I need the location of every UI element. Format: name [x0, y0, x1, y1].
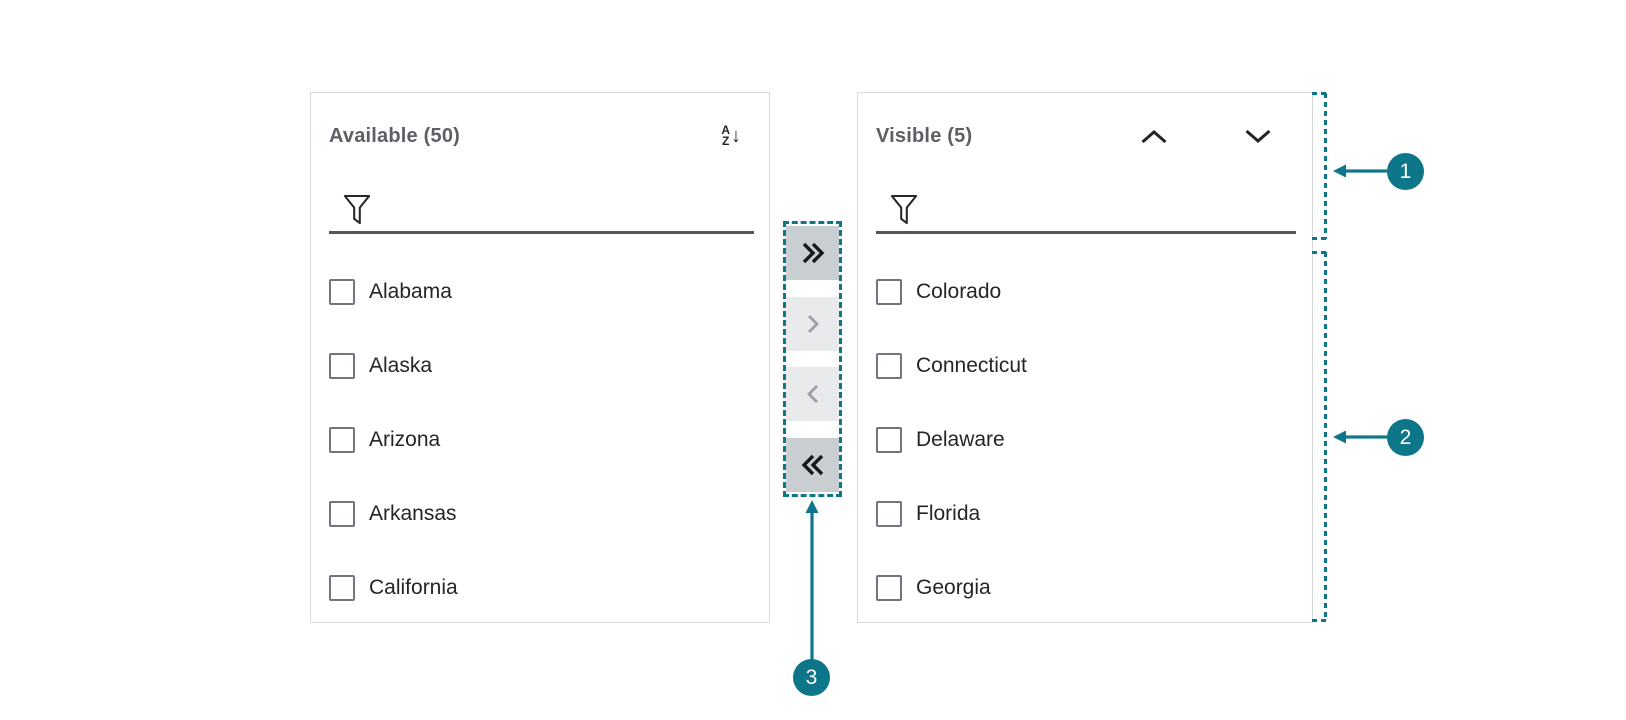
visible-list-panel: Visible (5) Colorado Co — [857, 92, 1313, 623]
item-label[interactable]: Florida — [916, 502, 981, 525]
visible-list: Colorado Connecticut Delaware Florida Ge… — [876, 279, 1302, 649]
list-item: Arizona — [329, 427, 759, 453]
callout-2-arrow — [1333, 430, 1391, 444]
item-label[interactable]: Arkansas — [369, 502, 457, 525]
reorder-controls — [1140, 128, 1284, 145]
visible-panel-header: Visible (5) — [876, 117, 1284, 155]
callout-1-number: 1 — [1399, 159, 1412, 183]
list-item: California — [329, 575, 759, 601]
list-item: Alabama — [329, 279, 759, 305]
move-selected-right-button[interactable] — [786, 296, 839, 351]
list-item: Colorado — [876, 279, 1302, 305]
move-all-left-button[interactable] — [786, 437, 839, 492]
available-filter-input[interactable] — [383, 197, 754, 223]
available-panel-header: Available (50) A Z ↓ — [329, 117, 741, 155]
visible-panel-title: Visible (5) — [876, 124, 973, 147]
checkbox[interactable] — [329, 353, 355, 379]
list-region-bracket — [1324, 252, 1327, 620]
chevron-down-icon[interactable] — [1244, 128, 1272, 145]
item-label[interactable]: California — [369, 576, 458, 599]
item-label[interactable]: Alaska — [369, 354, 433, 377]
item-label[interactable]: Colorado — [916, 280, 1002, 303]
item-label[interactable]: Alabama — [369, 280, 452, 303]
callout-1-arrow — [1333, 164, 1391, 178]
list-item: Georgia — [876, 575, 1302, 601]
item-label[interactable]: Georgia — [916, 576, 991, 599]
visible-filter-input[interactable] — [930, 197, 1296, 223]
double-chevron-right-icon — [802, 242, 824, 264]
item-label[interactable]: Connecticut — [916, 354, 1027, 377]
available-filter-field — [329, 189, 754, 234]
callout-2-number: 2 — [1399, 425, 1412, 449]
transfer-buttons-annotation-outline — [783, 221, 842, 497]
header-region-bracket — [1324, 93, 1327, 239]
callout-2-badge: 2 — [1387, 419, 1424, 456]
available-list-panel: Available (50) A Z ↓ Alabama Alaska — [310, 92, 770, 623]
list-item: Arkansas — [329, 501, 759, 527]
chevron-up-icon[interactable] — [1140, 128, 1168, 145]
checkbox[interactable] — [329, 501, 355, 527]
list-item: Alaska — [329, 353, 759, 379]
header-region-bracket-bottom — [1312, 237, 1327, 240]
chevron-right-icon — [807, 314, 819, 333]
callout-3-number: 3 — [805, 665, 818, 689]
visible-filter-field — [876, 189, 1296, 234]
checkbox[interactable] — [876, 427, 902, 453]
item-label[interactable]: Delaware — [916, 428, 1005, 451]
available-panel-title: Available (50) — [329, 124, 461, 147]
sort-letter-z: Z — [721, 134, 730, 148]
checkbox[interactable] — [329, 279, 355, 305]
double-chevron-left-icon — [801, 454, 823, 476]
sort-alphabetical-icon[interactable]: A Z ↓ — [721, 123, 741, 148]
list-item: Connecticut — [876, 353, 1302, 379]
sort-down-arrow-icon: ↓ — [731, 125, 741, 147]
checkbox[interactable] — [329, 427, 355, 453]
checkbox[interactable] — [876, 501, 902, 527]
move-all-right-button[interactable] — [786, 226, 839, 280]
header-region-bracket-top — [1312, 92, 1327, 95]
move-selected-left-button[interactable] — [786, 367, 839, 422]
list-item: Delaware — [876, 427, 1302, 453]
checkbox[interactable] — [876, 279, 902, 305]
item-label[interactable]: Arizona — [369, 428, 441, 451]
checkbox[interactable] — [329, 575, 355, 601]
checkbox[interactable] — [876, 353, 902, 379]
filter-funnel-icon — [343, 194, 371, 225]
list-item: Florida — [876, 501, 1302, 527]
list-region-bracket-top — [1312, 251, 1330, 254]
callout-1-badge: 1 — [1387, 153, 1424, 190]
callout-3-arrow — [805, 500, 819, 660]
available-list: Alabama Alaska Arizona Arkansas Californ… — [329, 279, 759, 649]
sort-letters: A Z — [721, 123, 730, 148]
sort-letter-a: A — [721, 123, 730, 137]
list-region-bracket-bottom — [1312, 619, 1330, 622]
filter-funnel-icon — [890, 194, 918, 225]
checkbox[interactable] — [876, 575, 902, 601]
chevron-left-icon — [806, 385, 818, 404]
callout-3-badge: 3 — [793, 659, 830, 696]
